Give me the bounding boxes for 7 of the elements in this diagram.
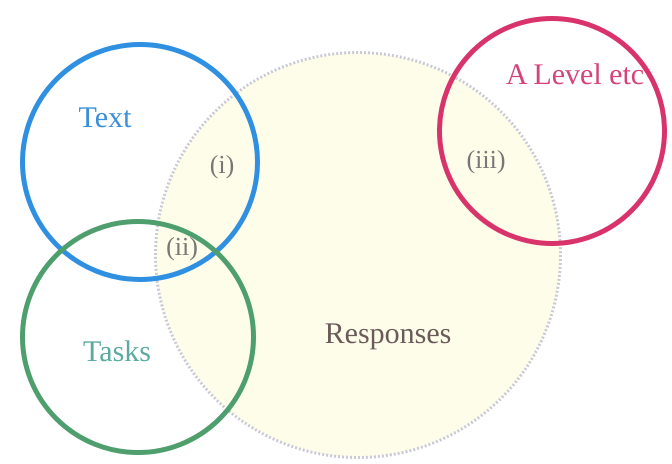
set-label: A Level etc	[506, 60, 644, 90]
region-label: (ii)	[166, 234, 198, 260]
set-label: Responses	[324, 319, 452, 349]
region-label: (iii)	[466, 147, 506, 173]
region-label: (i)	[210, 152, 234, 178]
set-label: Text	[78, 103, 132, 133]
set-label: Tasks	[83, 337, 151, 367]
